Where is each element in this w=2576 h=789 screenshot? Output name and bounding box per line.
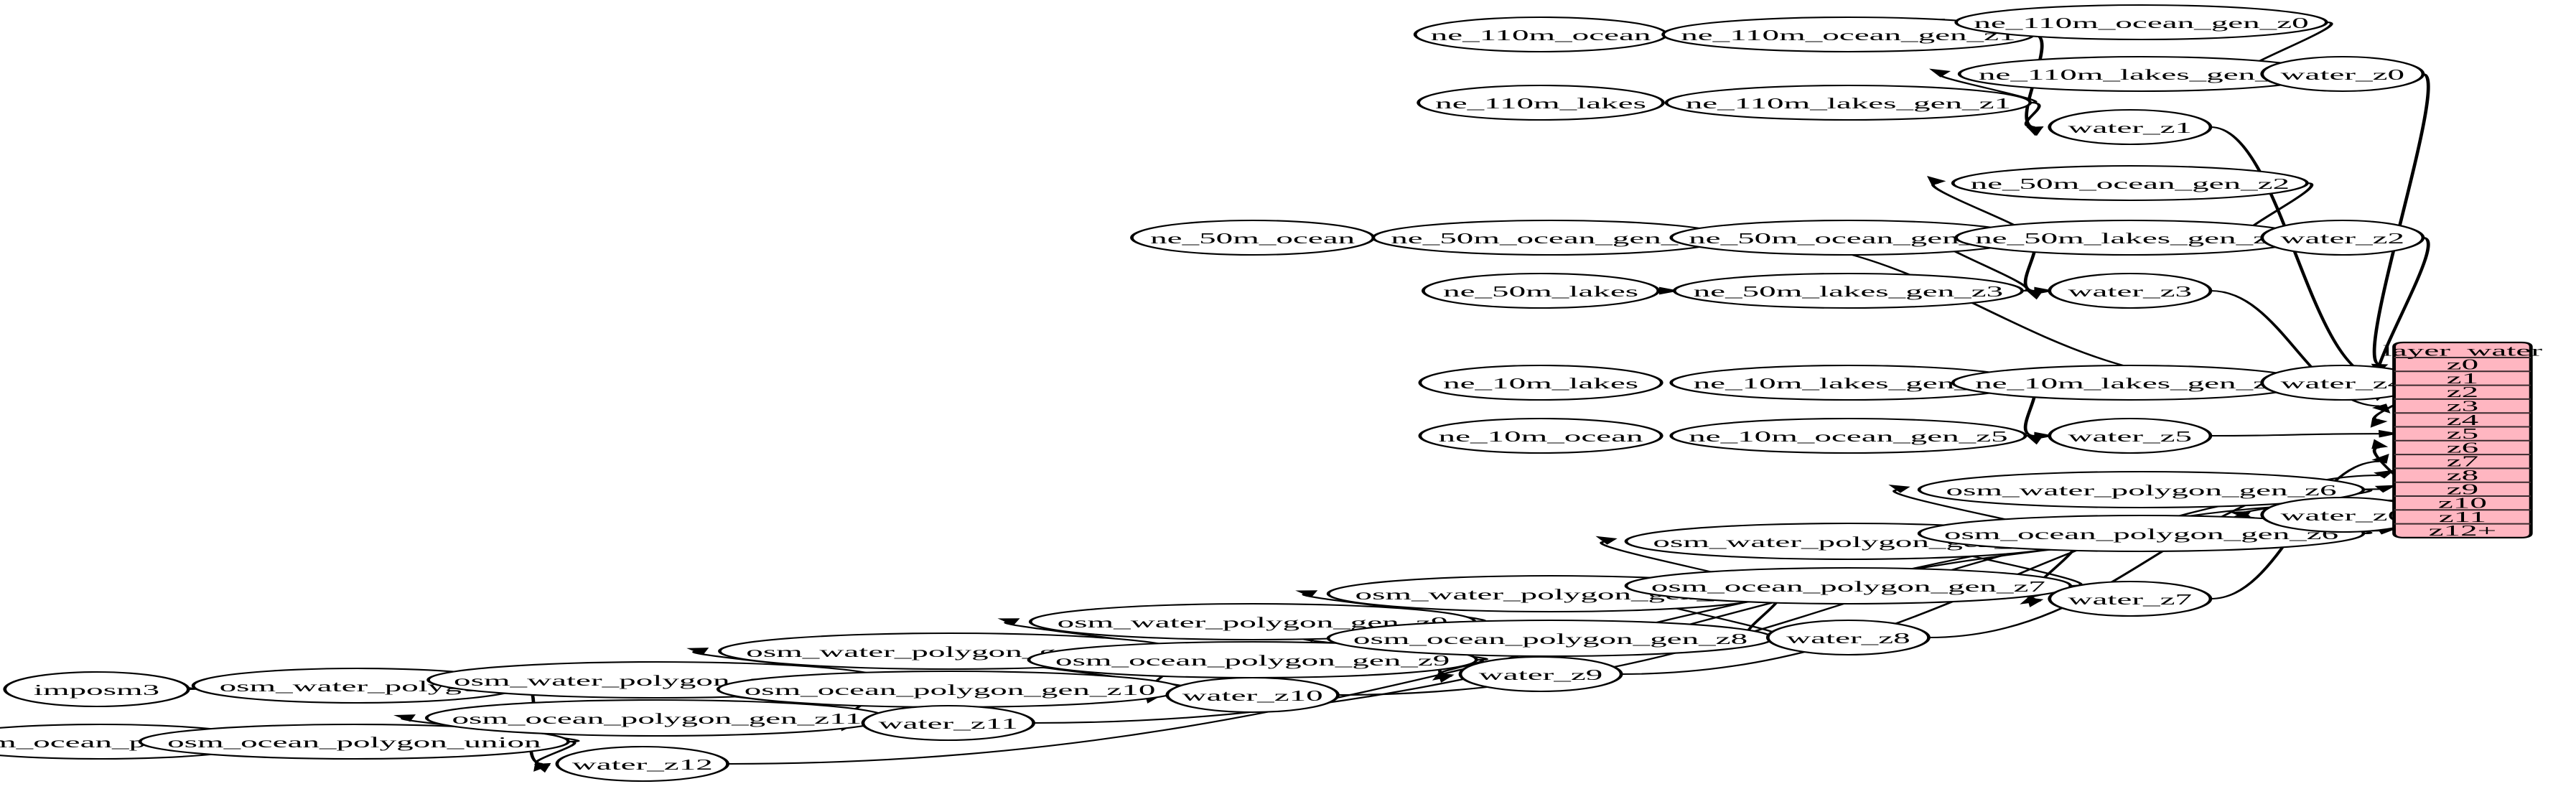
node-ne_50m_ocean_gen_z2[interactable]: ne_50m_ocean_gen_z2: [1951, 164, 2309, 202]
node-shape: [424, 699, 889, 737]
node-osm_ocean_polygon_gen_z7[interactable]: osm_ocean_polygon_gen_z7: [1624, 566, 2073, 605]
arrowhead: [686, 648, 709, 655]
node-shape: [1917, 470, 2366, 509]
node-shape: [1458, 655, 1623, 693]
node-shape: [1951, 164, 2309, 202]
node-ne_110m_ocean[interactable]: ne_110m_ocean: [1413, 16, 1669, 53]
arrowhead: [2374, 470, 2395, 479]
node-osm_ocean_polygon_gen_z8[interactable]: osm_ocean_polygon_gen_z8: [1326, 619, 1775, 658]
node-ne_50m_lakes_gen_z2[interactable]: ne_50m_lakes_gen_z2: [1954, 219, 2306, 256]
node-shape: [1954, 219, 2306, 256]
node-water_z5[interactable]: water_z5: [2048, 417, 2213, 454]
node-water_z12[interactable]: water_z12: [555, 745, 729, 783]
node-shape: [1130, 219, 1376, 256]
edge-ne_50m_ocean_gen_z4-to-water_z4: [1727, 236, 2248, 384]
node-ne_110m_lakes_gen_z1[interactable]: ne_110m_lakes_gen_z1: [1664, 84, 2033, 121]
node-water_z0[interactable]: water_z0: [2260, 55, 2425, 93]
node-shape: [555, 745, 729, 783]
edge-water_z5-to-layer_water-z5: [2210, 433, 2380, 437]
node-shape: [138, 723, 570, 760]
node-shape: [716, 670, 1184, 709]
node-ne_50m_ocean[interactable]: ne_50m_ocean: [1130, 219, 1376, 256]
node-shape: [1422, 272, 1661, 309]
node-water_z3[interactable]: water_z3: [2048, 272, 2213, 309]
node-water_z10[interactable]: water_z10: [1165, 676, 1340, 714]
arrowhead: [2020, 595, 2041, 604]
arrowhead: [2378, 429, 2399, 438]
node-water_z7[interactable]: water_z7: [2048, 580, 2213, 617]
node-ne_50m_lakes_gen_z3[interactable]: ne_50m_lakes_gen_z3: [1672, 272, 2024, 309]
arrowhead: [2371, 439, 2389, 449]
arrowhead: [393, 714, 416, 722]
node-osm_ocean_polygon_gen_z11[interactable]: osm_ocean_polygon_gen_z11: [424, 699, 889, 737]
arrowhead: [2229, 511, 2251, 519]
node-shape: [2260, 55, 2425, 93]
node-shape: [1624, 566, 2073, 605]
node-water_z2[interactable]: water_z2: [2260, 219, 2425, 256]
node-shape: [1954, 4, 2328, 41]
node-shape: [1669, 417, 2027, 454]
node-ne_110m_ocean_gen_z0[interactable]: ne_110m_ocean_gen_z0: [1954, 4, 2328, 41]
node-shape: [2048, 417, 2213, 454]
arrowhead: [1926, 175, 1946, 186]
record-table-layer: layer_waterz0z1z2z3z4z5z6z7z8z9z10z11z12…: [2383, 341, 2542, 539]
node-water_z1[interactable]: water_z1: [2048, 108, 2213, 146]
arrowhead: [1295, 590, 1318, 598]
node-ne_10m_lakes_gen_z4[interactable]: ne_10m_lakes_gen_z4: [1951, 364, 2309, 401]
node-shape: [1417, 84, 1665, 121]
edge-ne_110m_lakes_gen_z1-to-water_z1: [2024, 101, 2041, 129]
arrowhead: [2374, 485, 2397, 493]
node-shape: [1413, 16, 1669, 53]
node-shape: [1664, 84, 2033, 121]
node-ne_10m_lakes[interactable]: ne_10m_lakes: [1418, 364, 1663, 401]
edge-water_z1-to-layer_water-z1: [2210, 126, 2380, 379]
node-osm_ocean_polygon_gen_z10[interactable]: osm_ocean_polygon_gen_z10: [716, 670, 1184, 709]
node-shape: [1951, 364, 2309, 401]
arrowhead: [2026, 126, 2044, 136]
node-imposm3[interactable]: imposm3: [3, 671, 190, 708]
arrowhead: [997, 618, 1020, 626]
arrowhead: [1928, 68, 1951, 78]
edge-water_z0-to-layer_water-z0: [2372, 73, 2430, 365]
node-water_z8[interactable]: water_z8: [1765, 619, 1931, 656]
arrowhead: [2371, 453, 2389, 464]
node-shape: [2260, 219, 2425, 256]
node-ne_10m_ocean[interactable]: ne_10m_ocean: [1418, 417, 1663, 454]
arrowhead: [1888, 484, 1910, 493]
node-shape: [1672, 272, 2024, 309]
node-shape: [2048, 108, 2213, 146]
node-shape: [1165, 676, 1340, 714]
node-ne_50m_lakes[interactable]: ne_50m_lakes: [1422, 272, 1661, 309]
node-shape: [2048, 272, 2213, 309]
node-ne_110m_lakes[interactable]: ne_110m_lakes: [1417, 84, 1665, 121]
arrowhead: [1595, 536, 1618, 545]
node-shape: [3, 671, 190, 708]
node-shape: [1765, 619, 1931, 656]
node-shape: [2048, 580, 2213, 617]
node-water_z9[interactable]: water_z9: [1458, 655, 1623, 693]
node-shape: [1917, 514, 2366, 553]
arrowhead: [2034, 431, 2055, 440]
node-shape: [861, 704, 1036, 742]
node-water_z11[interactable]: water_z11: [861, 704, 1036, 742]
node-shape: [1418, 364, 1663, 401]
node-shape: [1326, 619, 1775, 658]
arrowhead: [2034, 286, 2055, 295]
arrowhead: [533, 762, 551, 772]
node-ne_10m_ocean_gen_z5[interactable]: ne_10m_ocean_gen_z5: [1669, 417, 2027, 454]
nodes-layer: imposm3osm_water_polygonosm_ocean_polygo…: [0, 4, 2425, 783]
arrowhead: [2370, 417, 2388, 428]
node-shape: [1418, 417, 1663, 454]
